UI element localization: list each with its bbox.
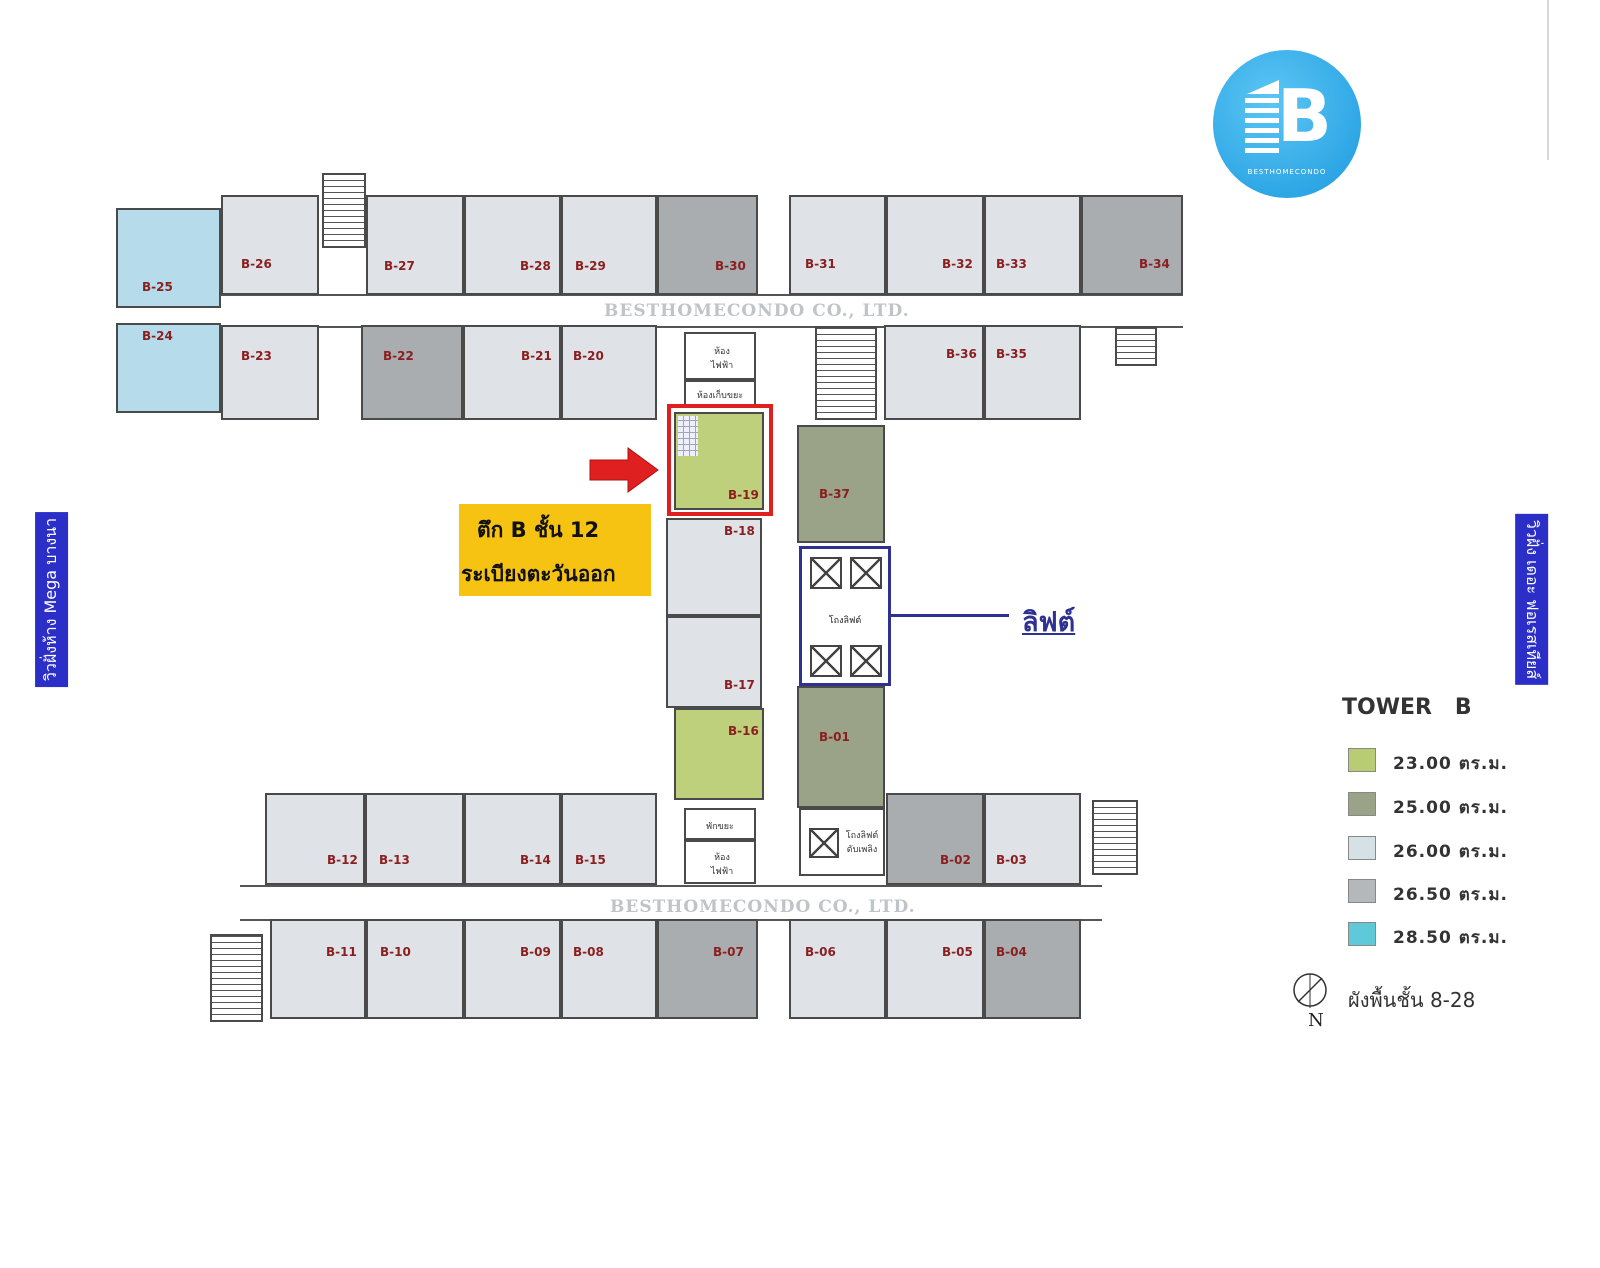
legend-swatch [1348, 792, 1376, 816]
unit-b-05[interactable]: B-05 [886, 919, 984, 1019]
stair-bottom-right [1092, 800, 1138, 875]
divider-line [1547, 0, 1549, 160]
compass-north: N [1308, 1010, 1324, 1031]
legend-title: TOWER B [1342, 695, 1472, 720]
watermark-bottom: BESTHOMECONDO CO., LTD. [610, 897, 916, 917]
unit-b-16[interactable]: B-16 [674, 708, 764, 800]
stair-bottom-left [210, 934, 263, 1022]
legend-swatch [1348, 879, 1376, 903]
logo-text: BESTHOMECONDO [1247, 168, 1327, 176]
trash-room: พักขยะ [684, 808, 756, 840]
unit-b-22[interactable]: B-22 [361, 325, 463, 420]
lift-lobby-label: โถงลิฟต์ [828, 616, 862, 626]
unit-b-04[interactable]: B-04 [984, 919, 1081, 1019]
unit-b-34[interactable]: B-34 [1081, 195, 1183, 295]
watermark-top: BESTHOMECONDO CO., LTD. [604, 301, 910, 321]
lift-label: ลิฟต์ [1022, 607, 1076, 638]
unit-b-29[interactable]: B-29 [561, 195, 657, 295]
unit-b-07[interactable]: B-07 [657, 919, 758, 1019]
unit-b-14[interactable]: B-14 [464, 793, 561, 885]
unit-b-02[interactable]: B-02 [886, 793, 984, 885]
unit-b-01[interactable]: B-01 [797, 686, 885, 808]
corridor-top [185, 294, 1183, 328]
arrow-right-icon [589, 447, 659, 493]
unit-b-17[interactable]: B-17 [666, 616, 762, 708]
lift-lobby: โถงลิฟต์ [799, 546, 891, 686]
corridor-bottom [240, 885, 1102, 921]
company-logo: B BESTHOMECONDO [1213, 50, 1361, 198]
callout-line-2: ระเบียงตะวันออก [461, 562, 616, 586]
unit-b-10[interactable]: B-10 [366, 919, 464, 1019]
unit-b-11[interactable]: B-11 [270, 919, 366, 1019]
unit-b-20[interactable]: B-20 [561, 325, 657, 420]
unit-b-24[interactable]: B-24 [116, 323, 221, 413]
legend-swatch [1348, 922, 1376, 946]
lift-car [810, 557, 842, 589]
unit-b-06[interactable]: B-06 [789, 919, 886, 1019]
lift-pointer-line [891, 614, 1009, 617]
floor-range: ผังพื้นชั้น 8-28 [1348, 988, 1476, 1012]
unit-b-15[interactable]: B-15 [561, 793, 657, 885]
unit-b-03[interactable]: B-03 [984, 793, 1081, 885]
unit-b-26[interactable]: B-26 [221, 195, 319, 295]
callout-line-1: ตึก B ชั้น 12 [477, 518, 600, 542]
unit-b-35[interactable]: B-35 [984, 325, 1081, 420]
legend-swatch [1348, 748, 1376, 772]
unit-b-32[interactable]: B-32 [886, 195, 984, 295]
compass-icon [1293, 973, 1327, 1008]
unit-b-12[interactable]: B-12 [265, 793, 365, 885]
unit-b-37[interactable]: B-37 [797, 425, 885, 543]
unit-b-36[interactable]: B-36 [884, 325, 984, 420]
legend-swatch [1348, 836, 1376, 860]
selected-unit-highlight [667, 404, 773, 516]
unit-b-08[interactable]: B-08 [561, 919, 657, 1019]
stair-top [322, 173, 366, 248]
stair-right [1115, 326, 1157, 366]
unit-b-33[interactable]: B-33 [984, 195, 1081, 295]
fire-lift-lobby: โถงลิฟต์ดับเพลิง [799, 808, 885, 876]
unit-b-21[interactable]: B-21 [463, 325, 561, 420]
lift-car [850, 557, 882, 589]
building-icon [1245, 80, 1279, 153]
unit-b-30[interactable]: B-30 [657, 195, 758, 295]
unit-b-25[interactable]: B-25 [116, 208, 221, 308]
unit-b-23[interactable]: B-23 [221, 325, 319, 420]
unit-b-09[interactable]: B-09 [464, 919, 561, 1019]
lift-car [850, 645, 882, 677]
garbage-room: ห้องเก็บขยะ [684, 380, 756, 406]
lift-car [810, 645, 842, 677]
unit-b-31[interactable]: B-31 [789, 195, 886, 295]
unit-callout: ตึก B ชั้น 12 ระเบียงตะวันออก [459, 504, 651, 596]
fire-lift-car [809, 828, 839, 858]
unit-b-27[interactable]: B-27 [366, 195, 464, 295]
electrical-room-bottom: ห้องไฟฟ้า [684, 840, 756, 884]
unit-b-13[interactable]: B-13 [365, 793, 464, 885]
unit-b-28[interactable]: B-28 [464, 195, 561, 295]
electrical-room-top: ห้องไฟฟ้า [684, 332, 756, 380]
stair-center [815, 326, 877, 420]
unit-b-19[interactable]: B-19 [674, 412, 764, 510]
logo-letter: B [1277, 74, 1332, 158]
unit-b-18[interactable]: B-18 [666, 518, 762, 616]
